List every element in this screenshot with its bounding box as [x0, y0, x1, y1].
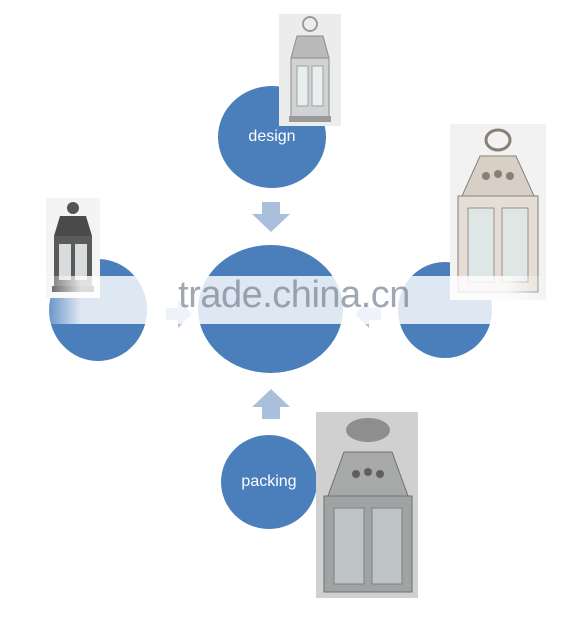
arrow-down-from-design: [252, 202, 290, 232]
lantern-photo-top: [279, 14, 341, 126]
arrow-up-from-packing: [252, 389, 290, 419]
lantern-photo-right: [450, 124, 546, 300]
node-packing: packing: [221, 435, 317, 529]
lantern-photo-bottom: [316, 412, 418, 598]
watermark-text: trade.china.cn: [178, 274, 410, 316]
watermark-band: [40, 276, 548, 324]
node-packing-label: packing: [241, 473, 297, 490]
node-design-label: design: [248, 128, 296, 145]
